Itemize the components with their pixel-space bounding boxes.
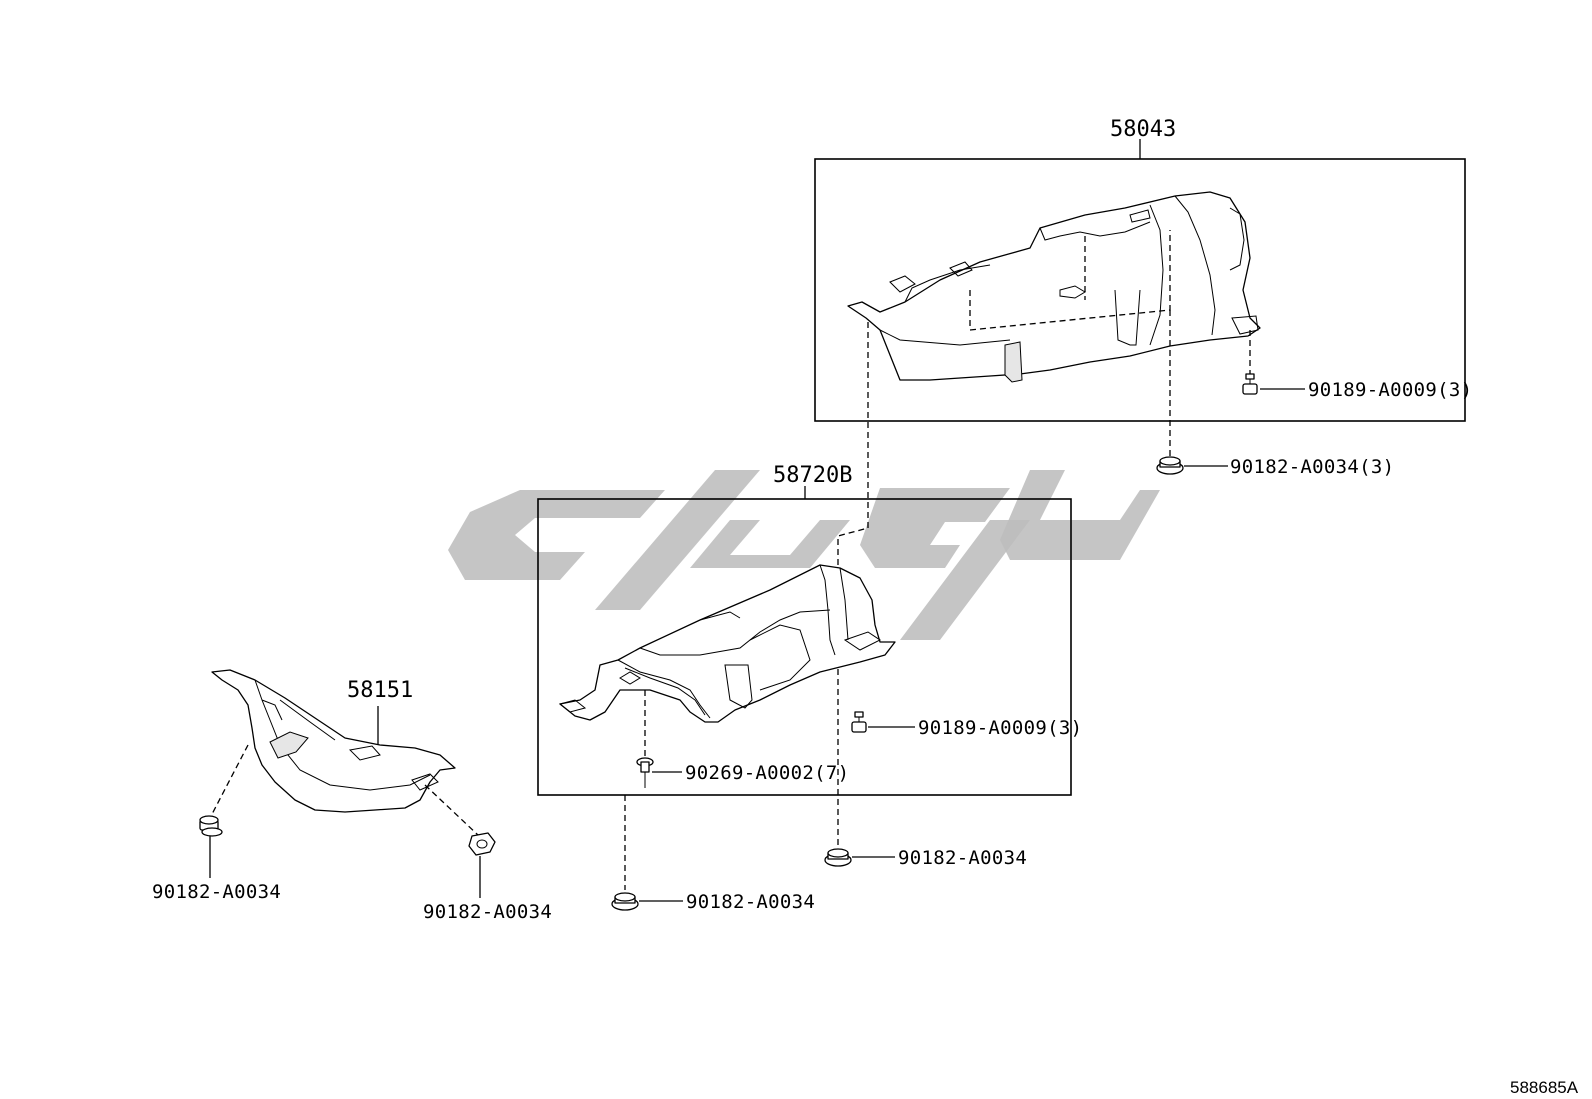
nut-icon — [468, 832, 496, 856]
fastener-label: 90182-A0034 — [152, 881, 281, 903]
heat-insulator-58720B-drawing — [558, 564, 896, 723]
heat-insulator-58151-drawing — [211, 669, 456, 813]
assembly-58720B: 58720B 90189-A0009(3) — [537, 463, 1082, 796]
clip-icon — [851, 711, 867, 733]
nut-icon — [824, 848, 852, 867]
assembly-58043-label: 58043 — [1110, 117, 1176, 142]
fastener-label: 90182-A0034 — [898, 847, 1027, 869]
clip-icon — [1242, 373, 1258, 395]
nut-icon — [199, 815, 223, 837]
assembly-58043: 58043 90189-A0009(3 — [814, 117, 1472, 460]
assembly-58151-label: 58151 — [347, 678, 413, 703]
nut-icon — [1156, 456, 1184, 475]
fastener-label: 90182-A0034 — [423, 901, 552, 923]
fastener-label: 90182-A0034(3) — [1230, 456, 1394, 478]
figure-code: 588685A — [1510, 1078, 1579, 1097]
assembly-58151: 58151 90182-A0034 90182-A0034 — [152, 669, 552, 923]
nut-icon — [611, 892, 639, 911]
fastener-label: 90269-A0002(7) — [685, 762, 849, 784]
fastener-label: 90189-A0009(3) — [1308, 379, 1472, 401]
fastener-label: 90182-A0034 — [686, 891, 815, 913]
heat-insulator-58043-drawing — [847, 191, 1261, 383]
assembly-58720B-label: 58720B — [773, 463, 852, 488]
fastener-label: 90189-A0009(3) — [918, 717, 1082, 739]
rivet-icon — [636, 757, 654, 788]
